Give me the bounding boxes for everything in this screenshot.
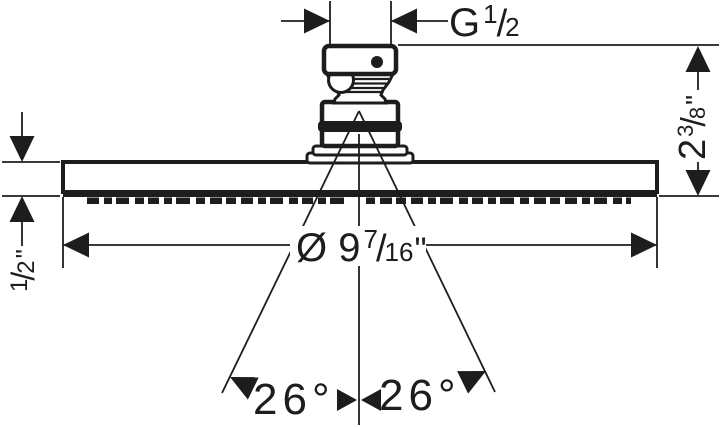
connector-nut [321, 43, 399, 77]
arrowhead [63, 232, 89, 258]
spray-angle-right-label: 26° [379, 371, 461, 420]
nozzle-dash [565, 197, 577, 204]
nozzle-dash [396, 197, 406, 204]
arrowheads [9, 8, 711, 411]
nozzle-dash [258, 197, 266, 204]
nozzle-dash [318, 197, 326, 204]
arrowhead [304, 8, 330, 34]
nozzle-dash [302, 197, 313, 204]
nozzle-dash [226, 197, 236, 204]
arrowhead-angle-center-left [337, 389, 357, 411]
arrowhead-angle-center-right [361, 389, 381, 411]
nozzle-dash [411, 197, 423, 204]
angle-left-label-mask [248, 381, 340, 417]
nozzle-dash [472, 197, 483, 204]
nozzle-dash [488, 197, 496, 204]
arrowhead [9, 136, 35, 162]
nozzle-dash [428, 197, 436, 204]
arrowhead-angle-right-ray [457, 371, 486, 394]
arrowhead [685, 46, 711, 72]
nozzle-dash [594, 197, 607, 204]
arrowhead [391, 8, 417, 34]
nozzle-dash [104, 197, 112, 204]
nozzle-dash [380, 197, 392, 204]
angle-right-label-mask [374, 377, 466, 413]
nozzle-dash [582, 197, 590, 204]
arrowhead [685, 170, 711, 196]
nozzle-dash [289, 197, 298, 204]
nozzle-dash [366, 197, 375, 204]
nozzle-dash [116, 197, 129, 204]
nozzle-dash [613, 197, 622, 204]
arrowhead [631, 232, 657, 258]
connector-pin-dot [371, 56, 383, 68]
connector-body-ring [318, 121, 402, 132]
diameter-label-mask [290, 226, 426, 266]
shower-head-outline [61, 43, 659, 204]
shower-head-plate [61, 160, 659, 194]
spray-ray-right [358, 110, 496, 393]
arrowhead [9, 196, 35, 222]
text-masks [248, 226, 466, 417]
nozzle-dash [210, 197, 222, 204]
nozzle-dash [270, 197, 283, 204]
nozzle-dash [241, 197, 253, 204]
nozzle-dash [87, 197, 99, 204]
height-dimension-label: 23/8" [672, 95, 714, 160]
nozzle-dash [196, 197, 205, 204]
nozzle-dash [330, 197, 344, 204]
nozzle-dash [176, 197, 190, 204]
spray-angle-left-label: 26° [253, 375, 335, 424]
arrowhead-angle-left-ray [230, 377, 259, 400]
extension-lines [2, 1, 719, 268]
nozzle-dash [534, 197, 546, 204]
nozzle-dash [440, 197, 453, 204]
spray-nozzle-row [87, 197, 631, 204]
nozzle-dash [520, 197, 529, 204]
nozzle-dash [550, 197, 560, 204]
nozzle-dash [164, 197, 172, 204]
nozzle-dash [148, 197, 159, 204]
nozzle-dash [459, 197, 468, 204]
nozzle-dash [626, 197, 631, 204]
thickness-dimension-label: 1/2" [5, 249, 41, 292]
nozzle-dash [500, 197, 514, 204]
nozzle-dash [135, 197, 144, 204]
